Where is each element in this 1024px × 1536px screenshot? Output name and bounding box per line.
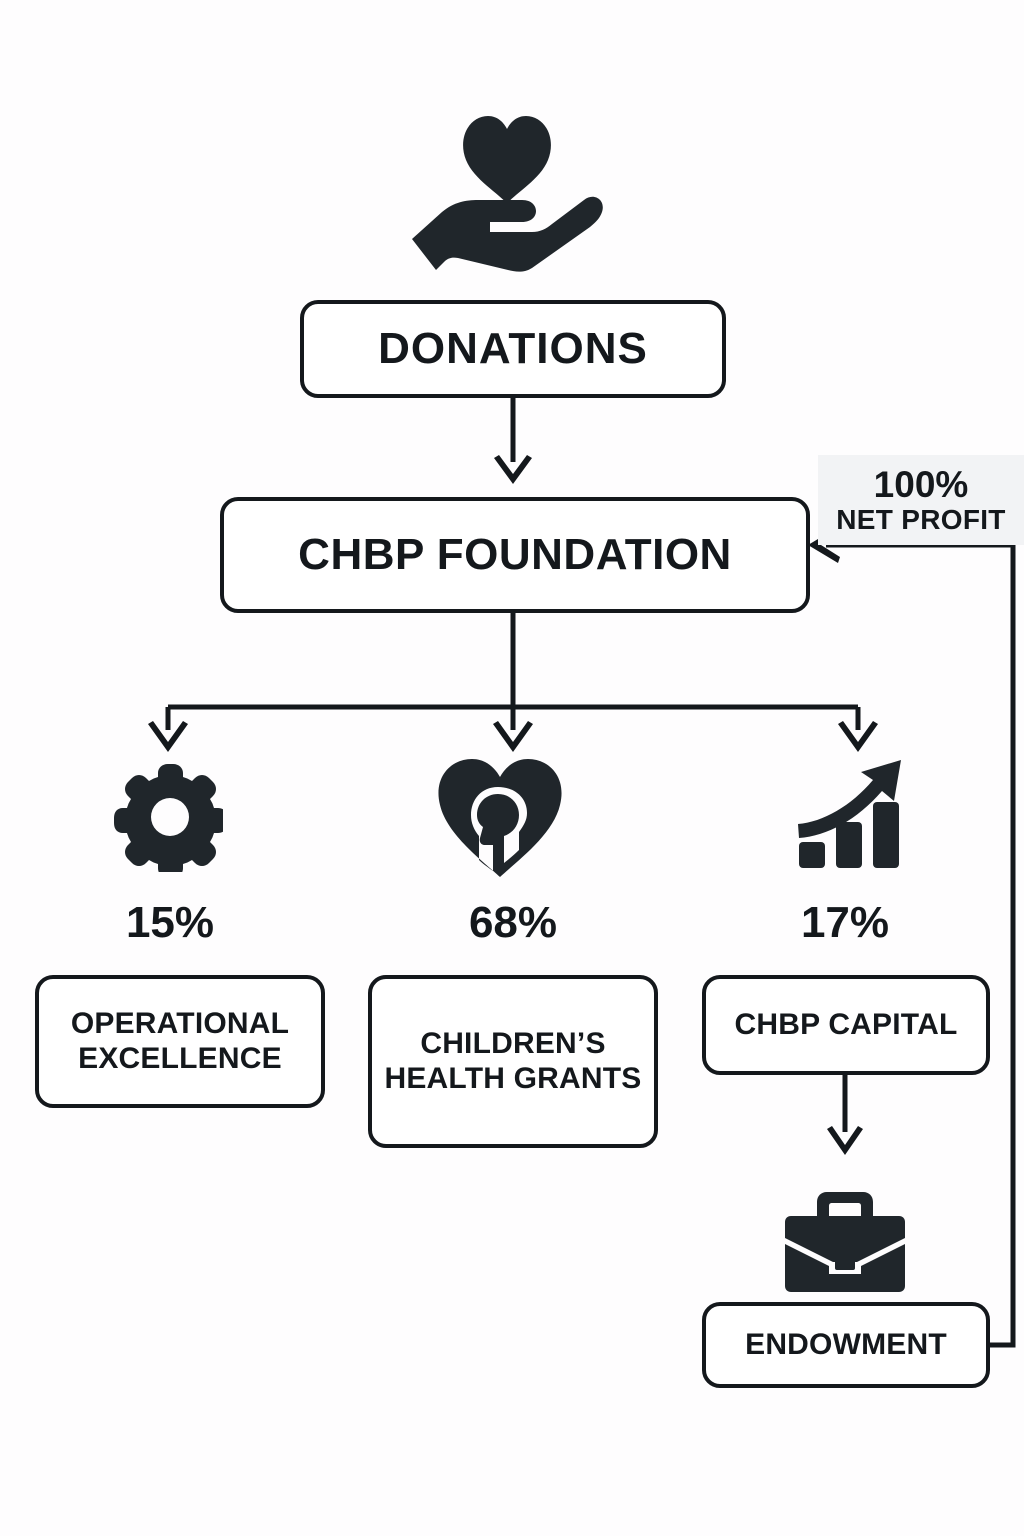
node-chbp-foundation[interactable]: CHBP FOUNDATION bbox=[220, 497, 810, 613]
percent-capital: 17% bbox=[800, 898, 890, 947]
net-profit-label: NET PROFIT bbox=[836, 503, 1006, 535]
heart-child-icon bbox=[438, 759, 562, 877]
node-operational-excellence[interactable]: OPERATIONAL EXCELLENCE bbox=[35, 975, 325, 1108]
net-profit-callout: 100% NET PROFIT bbox=[818, 455, 1024, 545]
node-donations[interactable]: DONATIONS bbox=[300, 300, 726, 398]
node-childrens-health-grants-label: CHILDREN’S HEALTH GRANTS bbox=[384, 1027, 642, 1095]
node-chbp-foundation-label: CHBP FOUNDATION bbox=[298, 529, 732, 579]
briefcase-icon bbox=[785, 1192, 905, 1292]
node-childrens-health-grants[interactable]: CHILDREN’S HEALTH GRANTS bbox=[368, 975, 658, 1148]
growth-chart-icon bbox=[798, 760, 901, 868]
node-endowment-label: ENDOWMENT bbox=[745, 1327, 947, 1361]
percent-grants: 68% bbox=[468, 898, 558, 947]
wire-endowment-feedback bbox=[826, 542, 1016, 1348]
node-donations-label: DONATIONS bbox=[378, 323, 648, 373]
node-chbp-capital[interactable]: CHBP CAPITAL bbox=[702, 975, 990, 1075]
node-endowment[interactable]: ENDOWMENT bbox=[702, 1302, 990, 1388]
node-operational-excellence-label: OPERATIONAL EXCELLENCE bbox=[70, 1007, 290, 1075]
node-chbp-capital-label: CHBP CAPITAL bbox=[734, 1007, 958, 1041]
net-profit-percent: 100% bbox=[873, 463, 969, 505]
gear-icon bbox=[114, 764, 223, 872]
percent-operational: 15% bbox=[125, 898, 215, 947]
hand-holding-heart-icon bbox=[412, 116, 603, 272]
